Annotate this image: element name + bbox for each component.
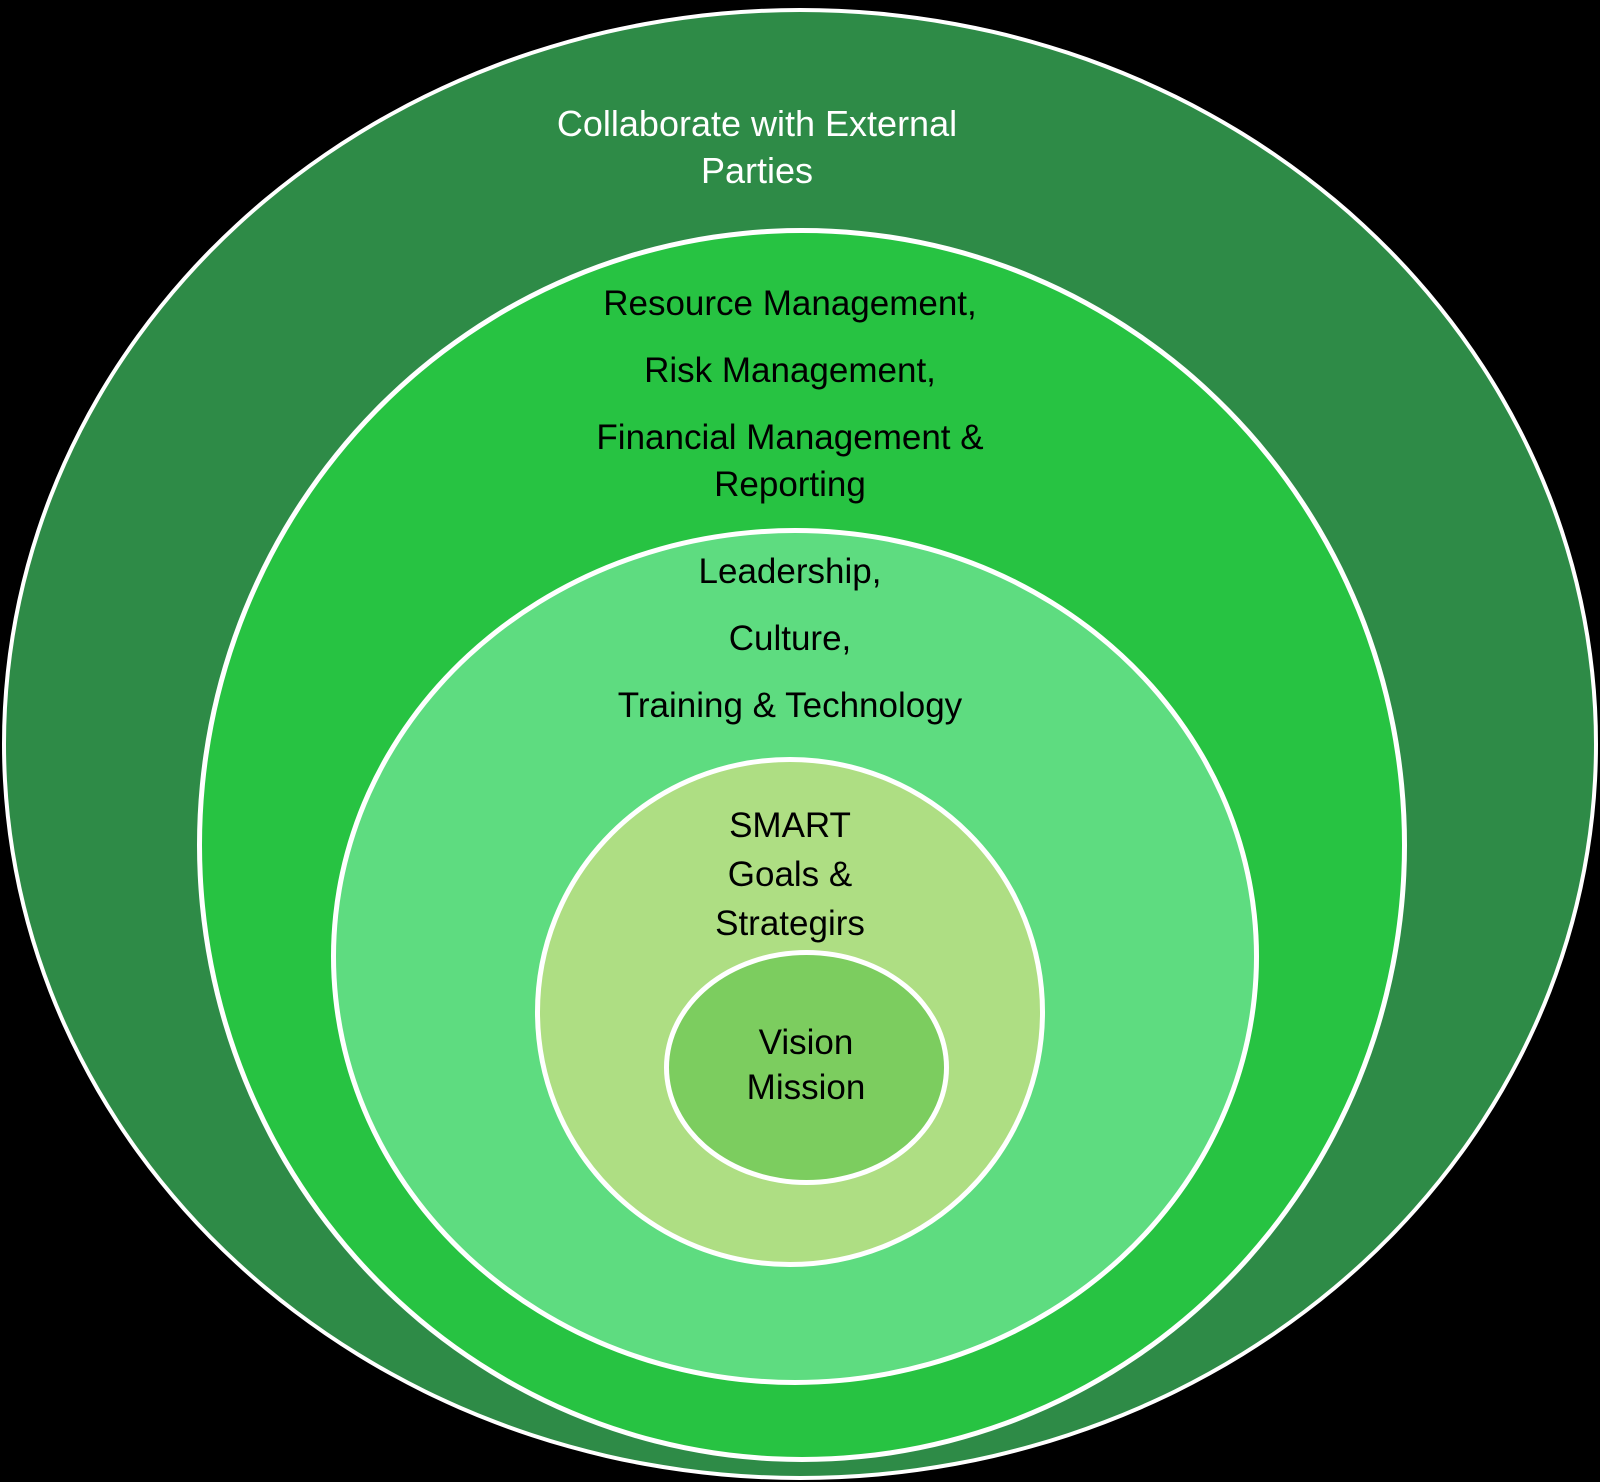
- label-smart-goals: SMART Goals & Strategirs: [590, 801, 990, 948]
- label-leadership-culture: Leadership, Culture, Training & Technolo…: [440, 548, 1140, 729]
- label-line-vision-mission: Vision Mission: [746, 1023, 866, 1107]
- label-collaborate-external-parties: Collaborate with External Parties: [357, 100, 1157, 194]
- label-line-training-technology: Training & Technology: [617, 686, 963, 725]
- label-line-collaborate: Collaborate with External Parties: [556, 103, 958, 191]
- label-line-culture: Culture,: [728, 619, 852, 658]
- circle-vision-mission: [664, 950, 949, 1185]
- label-line-risk-management: Risk Management,: [644, 351, 936, 390]
- label-line-leadership: Leadership,: [698, 552, 882, 591]
- label-vision-mission: Vision Mission: [656, 1020, 956, 1110]
- label-line-resource-management: Resource Management,: [603, 284, 977, 323]
- label-line-smart-goals: SMART Goals & Strategirs: [715, 806, 865, 943]
- label-management: Resource Management, Risk Management, Fi…: [440, 280, 1140, 508]
- label-line-financial-management: Financial Management & Reporting: [596, 418, 984, 504]
